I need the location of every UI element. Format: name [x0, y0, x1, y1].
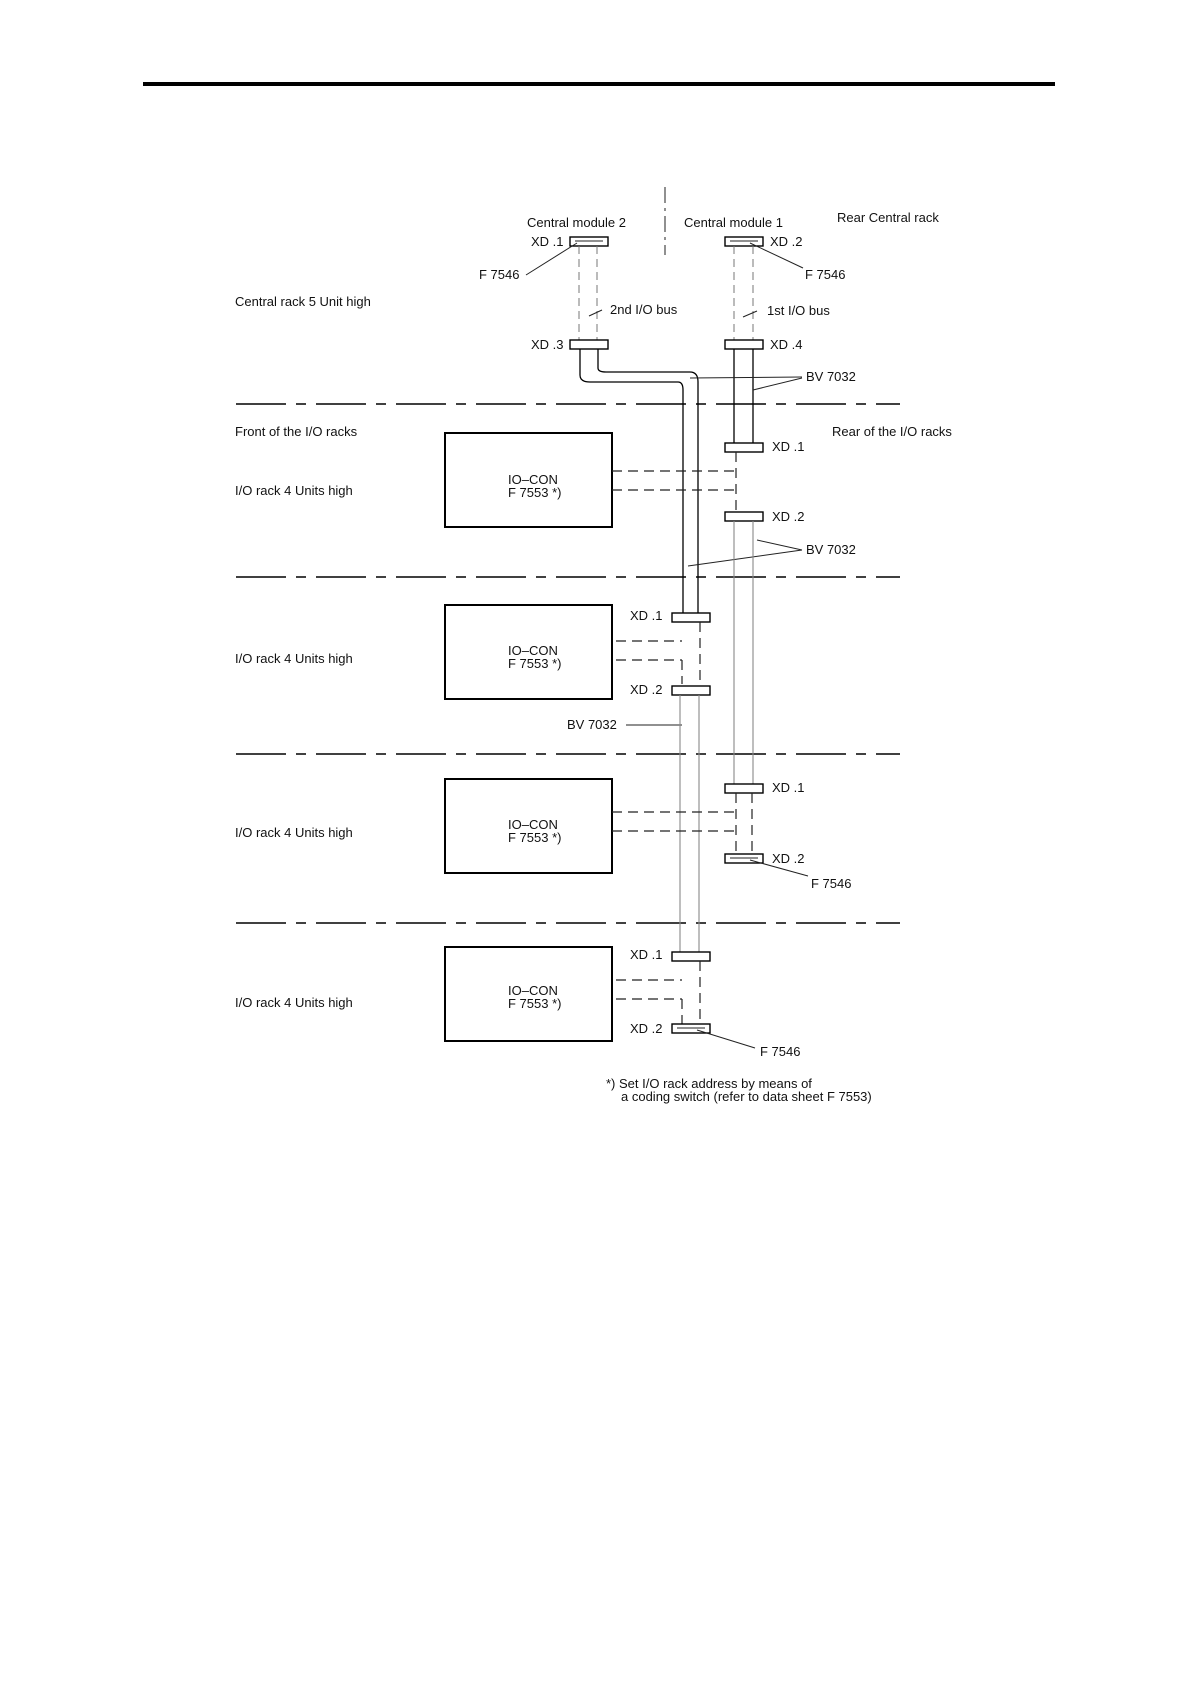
connector-xd2-rack1	[724, 511, 764, 522]
iocon-module-rack3	[444, 778, 613, 874]
leader-line	[749, 859, 809, 877]
f7546-label: F 7546	[760, 1044, 800, 1059]
iocon-module-rack1	[444, 432, 613, 528]
central-rack-label: Central rack 5 Unit high	[235, 294, 371, 309]
footnote-line-2: a coding switch (refer to data sheet F 7…	[621, 1089, 872, 1104]
f7546-label: F 7546	[479, 267, 519, 282]
iocon-module-rack4	[444, 946, 613, 1042]
front-io-label: Front of the I/O racks	[235, 424, 358, 439]
iocon-label: IO–CON	[508, 983, 558, 998]
header-rule	[143, 82, 1055, 86]
f7546-label: F 7546	[811, 876, 851, 891]
rear-io-label: Rear of the I/O racks	[832, 424, 952, 439]
bv7032-label: BV 7032	[567, 717, 617, 732]
bv7032-label: BV 7032	[806, 369, 856, 384]
xd2-cm1-label: XD .2	[770, 234, 803, 249]
leader-line	[689, 376, 803, 379]
second-bus-label: 2nd I/O bus	[610, 302, 678, 317]
connector-xd1-rack1	[724, 442, 764, 453]
iocon-label: IO–CON	[508, 472, 558, 487]
cable-bv7032	[579, 349, 684, 615]
connector-xd2-rack2	[671, 685, 711, 696]
f7553-label: F 7553 *)	[508, 656, 561, 671]
leader-line	[756, 539, 803, 551]
f7553-label: F 7553 *)	[508, 830, 561, 845]
connector-xd1-rack4	[671, 951, 711, 962]
xd1-label: XD .1	[772, 780, 805, 795]
rear-central-rack-label: Rear Central rack	[837, 210, 939, 225]
iocon-label: IO–CON	[508, 817, 558, 832]
central-module-2-label: Central module 2	[527, 215, 626, 230]
leader-line	[687, 549, 803, 567]
xd1-label: XD .1	[630, 947, 663, 962]
connector-xd4	[724, 339, 764, 350]
iocon-label: IO–CON	[508, 643, 558, 658]
leader-line	[742, 310, 758, 318]
io-rack-label: I/O rack 4 Units high	[235, 825, 353, 840]
first-bus-label: 1st I/O bus	[767, 303, 830, 318]
f7553-label: F 7553 *)	[508, 996, 561, 1011]
iocon-module-rack2	[444, 604, 613, 700]
f7553-label: F 7553 *)	[508, 485, 561, 500]
io-rack-label: I/O rack 4 Units high	[235, 651, 353, 666]
xd3-label: XD .3	[531, 337, 564, 352]
leader-line	[752, 377, 803, 391]
xd2-label: XD .2	[772, 509, 805, 524]
leader-line	[696, 1029, 756, 1049]
xd2-label: XD .2	[772, 851, 805, 866]
io-rack-label: I/O rack 4 Units high	[235, 995, 353, 1010]
xd4-label: XD .4	[770, 337, 803, 352]
leader-line	[749, 242, 804, 269]
connector-xd1-rack3	[724, 783, 764, 794]
xd1-cm2-label: XD .1	[531, 234, 564, 249]
xd1-label: XD .1	[772, 439, 805, 454]
bv7032-label: BV 7032	[806, 542, 856, 557]
leader-line	[525, 242, 578, 276]
xd1-label: XD .1	[630, 608, 663, 623]
xd2-label: XD .2	[630, 682, 663, 697]
xd2-label: XD .2	[630, 1021, 663, 1036]
connector-xd1-rack2	[671, 612, 711, 623]
footnote-line-1: *) Set I/O rack address by means of	[606, 1076, 812, 1091]
leader-line	[588, 309, 603, 317]
connector-xd3	[569, 339, 609, 350]
f7546-label: F 7546	[805, 267, 845, 282]
io-rack-label: I/O rack 4 Units high	[235, 483, 353, 498]
central-module-1-label: Central module 1	[684, 215, 783, 230]
